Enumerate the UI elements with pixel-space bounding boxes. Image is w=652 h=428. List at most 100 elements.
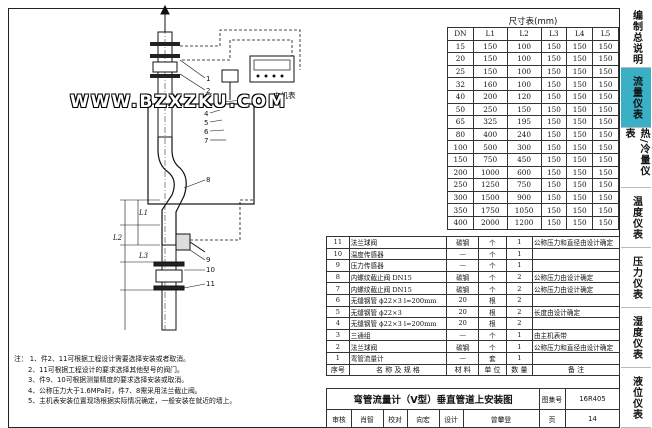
title-block: 弯管流量计（V型）垂直管道上安装图 图集号 16R405 审核 肖智 校对 向宏… bbox=[326, 388, 620, 428]
parts-cell: 1 bbox=[505, 351, 533, 365]
page-label: 页 bbox=[539, 409, 566, 428]
parts-cell: 碳钢 bbox=[446, 282, 480, 295]
parts-cell bbox=[531, 247, 621, 261]
dim-l1: L1 bbox=[138, 209, 148, 217]
parts-cell: 无缝钢管 ϕ22×3 l=200mm bbox=[348, 293, 448, 307]
signal-lines bbox=[180, 29, 301, 241]
sidebar-tab-4[interactable]: 压力仪表 bbox=[621, 248, 651, 308]
dimension-cell: 600 bbox=[506, 165, 542, 180]
dimension-cell: 150 bbox=[566, 52, 594, 66]
atlas-label: 图集号 bbox=[539, 389, 566, 410]
sidebar-tab-label: 湿度仪表 bbox=[630, 315, 642, 360]
parts-cell: 公称压力和直径由设计确定 bbox=[531, 236, 621, 249]
dimension-cell: 1500 bbox=[472, 190, 508, 205]
dimension-header-cell: L4 bbox=[566, 27, 594, 41]
dimension-cell: 150 bbox=[592, 203, 619, 217]
parts-cell: 数 量 bbox=[505, 363, 533, 377]
dimension-cell: 150 bbox=[566, 165, 594, 180]
sidebar-tab-label: 压力仪表 bbox=[630, 255, 642, 300]
dimension-cell: 150 bbox=[592, 39, 619, 54]
callout-11: 11 bbox=[206, 280, 215, 288]
parts-cell bbox=[531, 317, 621, 330]
dimension-cell: 1200 bbox=[506, 215, 542, 230]
page-number: 14 bbox=[588, 414, 597, 423]
sidebar-tab-1[interactable]: 流量仪表 bbox=[621, 68, 651, 128]
callout-8: 8 bbox=[206, 176, 210, 184]
dimension-cell: 150 bbox=[592, 165, 619, 180]
dimension-cell: 50 bbox=[447, 102, 474, 117]
dimension-cell: 150 bbox=[540, 39, 568, 54]
dimension-cell: 450 bbox=[506, 152, 542, 167]
parts-cell: 20 bbox=[446, 317, 480, 330]
dimension-cell: 150 bbox=[472, 52, 508, 66]
callout-7: 7 bbox=[204, 137, 208, 145]
dimension-cell: 150 bbox=[592, 190, 619, 205]
parts-cell: 内螺纹截止阀 DN15 bbox=[348, 282, 448, 295]
dimension-cell: 240 bbox=[506, 127, 542, 142]
dim-l2: L2 bbox=[112, 234, 123, 242]
sidebar-tab-label: 温度仪表 bbox=[630, 195, 642, 240]
dimension-cell: 15 bbox=[447, 39, 474, 54]
sidebar-tab-2[interactable]: 热/冷量仪表 bbox=[621, 128, 651, 188]
parts-cell: — bbox=[446, 351, 480, 365]
leader-lines bbox=[179, 59, 241, 289]
dimension-cell: 150 bbox=[566, 178, 594, 192]
dimension-cell: 100 bbox=[506, 64, 542, 79]
parts-cell: 1 bbox=[505, 236, 533, 249]
sensor-block bbox=[175, 233, 206, 253]
dimension-cell: 150 bbox=[540, 203, 568, 217]
dimension-cell: 20 bbox=[447, 52, 474, 66]
dimension-header-cell: L1 bbox=[472, 27, 508, 41]
parts-cell: 根 bbox=[478, 305, 507, 319]
note-4: 4、公称压力大于1.6MPa时，件7、8需采用法兰截止阀。 bbox=[28, 386, 202, 395]
watermark: WWW.BZXZKU.COM bbox=[70, 92, 288, 112]
dimension-cell: 150 bbox=[592, 102, 619, 117]
dimension-cell: 150 bbox=[540, 64, 568, 79]
dimension-cell: 150 bbox=[472, 64, 508, 79]
parts-cell: 2 bbox=[505, 305, 533, 319]
sidebar-tab-5[interactable]: 湿度仪表 bbox=[621, 308, 651, 368]
dimension-cell: 1050 bbox=[506, 203, 542, 217]
parts-cell: 根 bbox=[478, 293, 507, 307]
dimension-cell: 400 bbox=[472, 127, 508, 142]
dimension-cell: 900 bbox=[506, 190, 542, 205]
sidebar-tab-6[interactable]: 液位仪表 bbox=[621, 368, 651, 428]
parts-cell: 1 bbox=[505, 328, 533, 342]
dimension-header-cell: DN bbox=[447, 27, 474, 41]
sidebar-tab-0[interactable]: 编制总说明 bbox=[621, 8, 651, 68]
dimension-cell: 200 bbox=[472, 89, 508, 104]
parts-cell: 材 料 bbox=[446, 363, 480, 377]
dimension-cell: 300 bbox=[447, 190, 474, 205]
dimension-cell: 32 bbox=[447, 77, 474, 91]
parts-cell: 序号 bbox=[326, 363, 350, 377]
parts-cell: 碳钢 bbox=[446, 270, 480, 284]
parts-cell: 7 bbox=[326, 282, 350, 295]
sidebar-tab-3[interactable]: 温度仪表 bbox=[621, 188, 651, 248]
sidebar-tab-label: 热/冷量仪表 bbox=[623, 128, 649, 177]
review-name: 肖智 bbox=[351, 409, 384, 428]
atlas-number: 16R405 bbox=[565, 389, 620, 410]
callout-6: 6 bbox=[204, 128, 209, 136]
dimension-cell: 150 bbox=[566, 203, 594, 217]
bent-pipe bbox=[157, 137, 187, 245]
dimension-cell: 150 bbox=[566, 152, 594, 167]
parts-cell: 法兰球阀 bbox=[348, 236, 448, 249]
parts-cell: 名 称 及 规 格 bbox=[348, 363, 448, 377]
parts-header-row: 序号名 称 及 规 格材 料单 位数 量备 注 bbox=[326, 363, 621, 377]
parts-cell: 个 bbox=[478, 328, 507, 342]
parts-cell: 个 bbox=[478, 259, 507, 272]
design-label: 设计 bbox=[439, 409, 464, 428]
parts-cell: 无缝钢管 ϕ22×3 l=200mm bbox=[348, 317, 448, 330]
dimension-cell: 1250 bbox=[472, 178, 508, 192]
